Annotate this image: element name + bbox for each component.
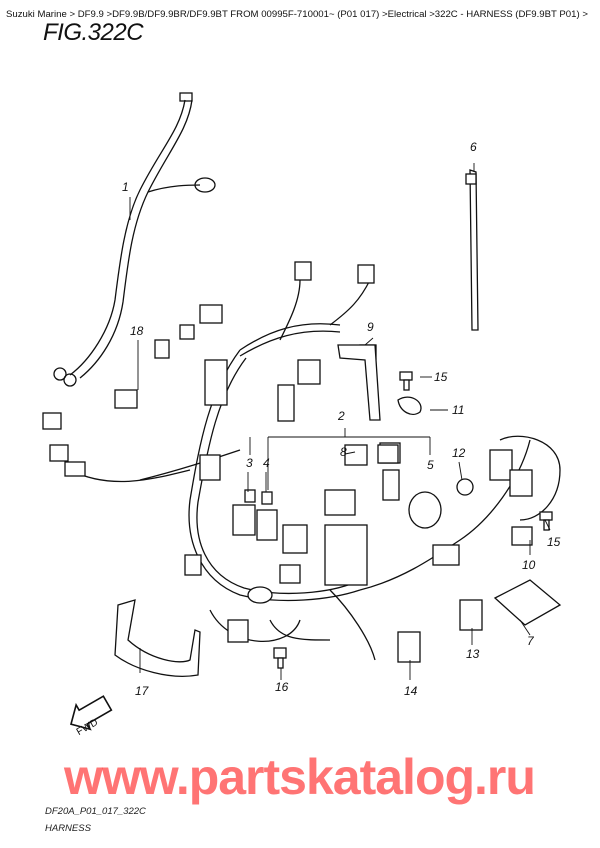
callout-2[interactable]: 2 [338,409,345,423]
callout-7[interactable]: 7 [527,634,534,648]
callout-17[interactable]: 17 [135,684,149,698]
callout-18[interactable]: 18 [130,324,144,338]
callout-10[interactable]: 10 [522,558,536,572]
breadcrumb[interactable]: Suzuki Marine > DF9.9 >DF9.9B/DF9.9BR/DF… [6,9,588,20]
callout-1[interactable]: 1 [122,180,129,194]
small-parts [114,169,562,677]
callout-14[interactable]: 14 [404,684,418,698]
callout-11[interactable]: 11 [452,403,465,417]
callout-5[interactable]: 5 [427,458,434,472]
callout-8[interactable]: 8 [340,445,347,459]
footer-code: DF20A_P01_017_322C [45,806,146,817]
callout-15[interactable]: 15 [434,370,448,384]
callout-12[interactable]: 12 [452,446,466,460]
main-harness [69,279,561,661]
callout-16[interactable]: 16 [275,680,289,694]
battery-cable [53,92,216,387]
callout-3[interactable]: 3 [246,456,253,470]
callout-4[interactable]: 4 [263,456,270,470]
footer-name: HARNESS [45,823,91,834]
callout-9[interactable]: 9 [367,320,374,334]
callout-15b[interactable]: 15 [547,535,561,549]
callout-13[interactable]: 13 [466,647,480,661]
fwd-arrow-icon [70,695,113,731]
figure-title: FIG.322C [43,19,144,46]
watermark: www.partskatalog.ru [64,749,536,805]
callout-6[interactable]: 6 [470,140,477,154]
leader-lines [129,163,551,680]
